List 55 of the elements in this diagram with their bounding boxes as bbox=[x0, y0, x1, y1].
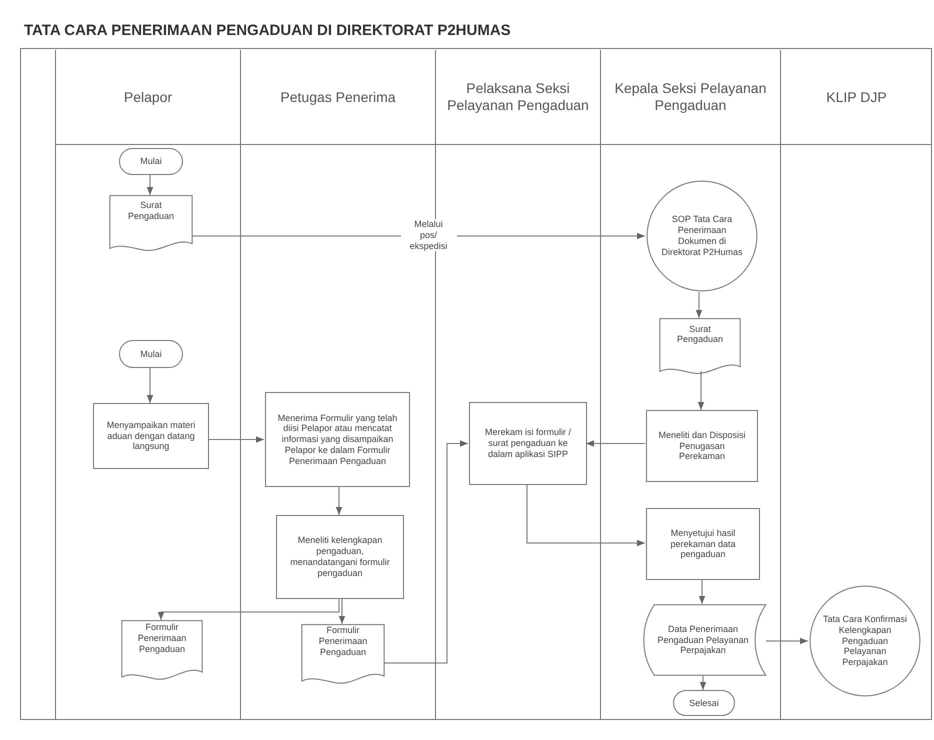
process-box bbox=[93, 403, 209, 469]
node-text: Formulir Penerimaan Pengaduan bbox=[318, 625, 368, 658]
arrow bbox=[384, 440, 468, 664]
process-box bbox=[646, 410, 758, 482]
document-shape bbox=[121, 620, 203, 682]
edge-label: Melalui pos/ ekspedisi bbox=[400, 219, 456, 252]
lane-header: Petugas Penerima bbox=[280, 88, 396, 106]
connector-circle bbox=[646, 180, 758, 292]
node-text: Data Penerimaan Pengaduan Pelayanan Perpajakan bbox=[656, 624, 750, 656]
lane-header: Pelaksana Seksi Pelayanan Pengaduan bbox=[446, 80, 590, 114]
node-text: Tata Cara Konfirmasi Kelengkapan Pengaduan Pelayanan Perpajakan bbox=[822, 614, 908, 668]
terminator-shape bbox=[673, 690, 735, 716]
diagram-title: TATA CARA PENERIMAAN PENGADUAN DI DIREKTORAT P2HUMAS bbox=[24, 21, 511, 41]
arrow bbox=[158, 598, 340, 620]
arrow bbox=[146, 174, 154, 196]
document-shape bbox=[109, 195, 193, 253]
node-text: Surat Pengaduan bbox=[126, 200, 176, 222]
process-box bbox=[646, 508, 760, 580]
swimlane bbox=[780, 50, 932, 720]
node-text: Merekam isi formulir / surat pengaduan ke dalam aplikasi SIPP bbox=[484, 427, 572, 460]
node-text: Formulir Penerimaan Pengaduan bbox=[136, 622, 188, 654]
lane-header: KLIP DJP bbox=[826, 88, 887, 106]
swimlane bbox=[600, 50, 780, 720]
terminator-shape bbox=[119, 148, 183, 175]
connector-circle bbox=[809, 585, 921, 697]
document-shape bbox=[301, 624, 385, 686]
node-text: Menyetujui hasil perekaman data pengaduan bbox=[669, 528, 737, 560]
arrow bbox=[700, 676, 706, 690]
node-text: Meneliti kelengkapan pengaduan, menandatangani formulir pengaduan bbox=[289, 535, 391, 579]
node-text: Mulai bbox=[140, 348, 162, 360]
lane-header: Kepala Seksi Pelayanan Pengaduan bbox=[614, 80, 768, 114]
arrow bbox=[766, 638, 808, 644]
arrow bbox=[146, 368, 154, 404]
arrow bbox=[336, 486, 342, 516]
node-text: SOP Tata Cara Penerimaan Dokumen di Direktorat P2Humas bbox=[660, 214, 744, 258]
process-box bbox=[469, 402, 587, 485]
terminator-shape bbox=[119, 340, 183, 368]
document-shape bbox=[659, 318, 741, 376]
process-box bbox=[265, 392, 410, 487]
node-text: Selesai bbox=[689, 698, 719, 708]
swimlane bbox=[55, 50, 240, 720]
arrow bbox=[526, 484, 646, 546]
arrow bbox=[586, 440, 646, 447]
node-text: Surat Pengaduan bbox=[676, 324, 724, 346]
node-text: Menyampaikan materi aduan dengan datang langsung bbox=[106, 420, 196, 452]
arrow bbox=[698, 580, 706, 604]
node-text: Meneliti dan Disposisi Penugasan Perekaman bbox=[657, 430, 747, 462]
lane-header: Pelapor bbox=[124, 88, 172, 106]
node-text: Mulai bbox=[140, 156, 162, 167]
arrow bbox=[338, 598, 346, 624]
process-box bbox=[276, 515, 404, 599]
arrow bbox=[696, 292, 702, 318]
arrow bbox=[698, 370, 704, 410]
node-text: Menerima Formulir yang telah diisi Pelapor atau mencatat informasi yang disampaikan Pelapor ke dalam Formulir Penerimaan Pengaduan bbox=[276, 412, 398, 466]
arrow bbox=[208, 436, 264, 443]
